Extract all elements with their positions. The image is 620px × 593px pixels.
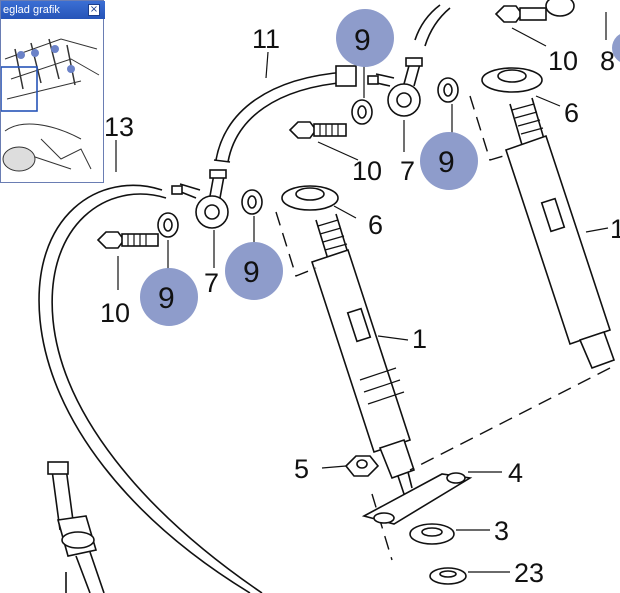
callout-9-left: 9	[158, 282, 175, 315]
preview-window-title: eglad grafik	[1, 1, 105, 19]
banjo-bolt-left	[96, 231, 125, 249]
callout-5: 5	[294, 454, 309, 484]
callout-badge-9	[336, 9, 394, 67]
callout-6-mid: 6	[368, 210, 383, 240]
fuel-injector-main	[281, 185, 416, 495]
callout-9-top: 9	[354, 24, 371, 57]
clamp-alignment	[409, 367, 611, 471]
fuel-injector-right	[481, 0, 616, 370]
callout-badge-partial	[612, 34, 620, 62]
callout-11: 11	[252, 24, 280, 54]
callout-10-mid: 10	[352, 156, 382, 186]
callout-10-left: 10	[100, 298, 130, 328]
callout-1-main: 1	[412, 324, 427, 354]
callout-9-left-2: 9	[243, 256, 260, 289]
return-hose-13	[38, 184, 251, 593]
callout-3: 3	[494, 516, 509, 546]
callout-23: 23	[514, 558, 544, 588]
callout-7-left: 7	[204, 268, 219, 298]
return-hose-11	[215, 71, 346, 161]
close-icon[interactable]: ×	[88, 4, 100, 16]
callout-9-mid: 9	[438, 146, 455, 179]
callout-8: 8	[600, 46, 615, 76]
callout-4: 4	[508, 458, 523, 488]
injector-body	[310, 248, 412, 454]
preview-window[interactable]: eglad grafik ×	[0, 0, 105, 183]
banjo-bolt-upper	[288, 121, 317, 139]
callout-7-mid: 7	[400, 156, 415, 186]
upper-banjo-assembly	[288, 57, 459, 139]
callout-badge-9	[140, 268, 198, 326]
callout-10-top: 10	[548, 46, 578, 76]
viewport-indicator	[1, 66, 38, 112]
thumbnail-drawing	[1, 19, 103, 182]
callout-badge-9	[420, 132, 478, 190]
preview-thumbnail[interactable]	[1, 19, 103, 182]
left-banjo-assembly	[96, 169, 263, 249]
callout-1-right: 1	[610, 214, 620, 244]
callout-6-top: 6	[564, 98, 579, 128]
callout-13: 13	[104, 112, 134, 142]
callout-badge-9	[225, 242, 283, 300]
